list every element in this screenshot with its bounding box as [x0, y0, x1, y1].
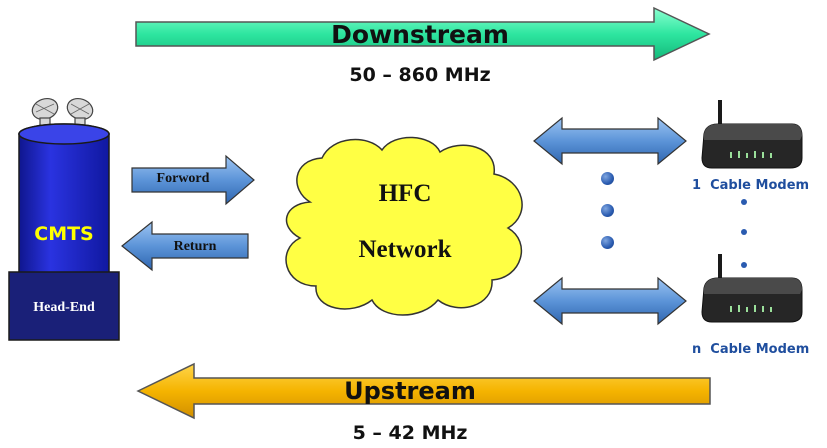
cmts-tower — [8, 123, 120, 341]
downstream-frequency: 50 – 860 MHz — [349, 64, 491, 86]
cloud-label-hfc: HFC — [378, 180, 432, 207]
cmts-label: CMTS — [34, 223, 94, 245]
cable-modem-icon — [701, 100, 803, 169]
downstream-arrow — [135, 6, 711, 62]
double-arrow-bottom — [533, 276, 687, 326]
hfc-network-cloud — [285, 136, 523, 316]
cloud-label-network: Network — [358, 236, 452, 263]
double-arrow-top — [533, 116, 687, 166]
cable-modem-n-label: n Cable Modem — [692, 342, 810, 357]
satellite-dish-icon — [31, 98, 94, 131]
ellipsis-dot-small — [741, 199, 747, 205]
ellipsis-dot — [601, 172, 614, 185]
cable-modem-icon — [701, 254, 803, 323]
return-label: Return — [173, 239, 217, 254]
cable-modem-1-label: 1 Cable Modem — [692, 178, 810, 193]
return-arrow — [121, 220, 249, 272]
ellipsis-dot-small — [741, 262, 747, 268]
head-end-label: Head-End — [33, 300, 95, 315]
ellipsis-dot-small — [741, 229, 747, 235]
ellipsis-dot — [601, 204, 614, 217]
ellipsis-dot — [601, 236, 614, 249]
upstream-arrow — [136, 362, 711, 420]
upstream-label: Upstream — [344, 377, 476, 405]
downstream-label: Downstream — [331, 20, 509, 49]
forward-arrow — [131, 154, 255, 206]
forward-label: Forword — [156, 171, 210, 186]
upstream-frequency: 5 – 42 MHz — [352, 422, 468, 444]
